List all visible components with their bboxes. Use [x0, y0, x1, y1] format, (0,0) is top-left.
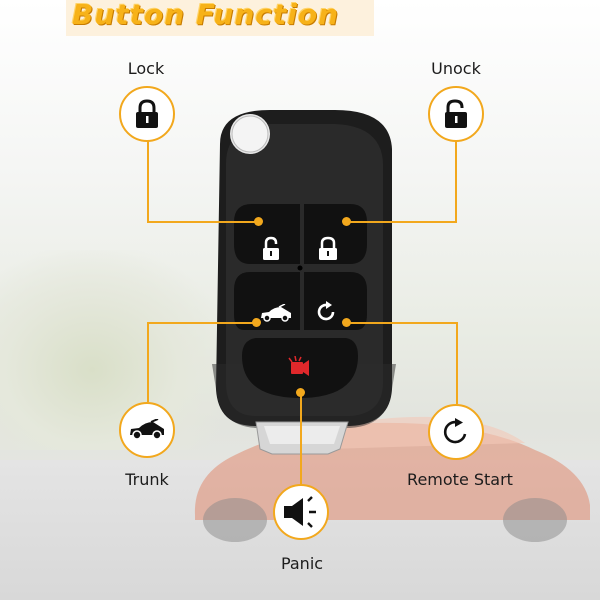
- remote-start-callout-line-v: [456, 322, 458, 404]
- fob-remote-start-icon[interactable]: [314, 300, 338, 324]
- lock-circle: [119, 86, 175, 142]
- background-hill: [0, 250, 230, 450]
- lock-label: Lock: [127, 59, 165, 78]
- lock-callout-line-v: [147, 140, 149, 222]
- unlock-circle: [428, 86, 484, 142]
- padlock-locked-icon: [136, 99, 158, 128]
- car-trunk-icon: [130, 419, 164, 440]
- remote-start-circle: [428, 404, 484, 460]
- circular-arrow-icon: [443, 418, 467, 444]
- unlock-callout-line-v: [455, 140, 457, 222]
- remote-start-callout-line-h: [346, 322, 458, 324]
- unlock-label: Unock: [431, 59, 481, 78]
- fob-trunk-icon[interactable]: [259, 304, 293, 322]
- lock-callout-dot: [254, 217, 263, 226]
- trunk-callout-line-h: [147, 322, 257, 324]
- lock-callout-line-h: [147, 221, 259, 223]
- title-bar: [66, 0, 374, 36]
- fob-unlock-icon[interactable]: [260, 236, 284, 262]
- fob-lock-icon[interactable]: [316, 236, 340, 262]
- page-title: Button Function: [72, 0, 340, 31]
- unlock-callout-dot: [342, 217, 351, 226]
- panic-circle: [273, 484, 329, 540]
- trunk-callout-line-v: [147, 322, 149, 402]
- padlock-open-icon: [445, 99, 467, 128]
- panic-label: Panic: [280, 554, 324, 573]
- panic-callout-line-v: [300, 392, 302, 484]
- remote-start-label: Remote Start: [407, 470, 513, 489]
- fob-panic-icon[interactable]: [287, 356, 315, 376]
- remote-start-callout-dot: [342, 318, 351, 327]
- trunk-label: Trunk: [125, 470, 169, 489]
- panic-callout-dot: [296, 388, 305, 397]
- horn-speaker-icon: [284, 496, 316, 528]
- trunk-callout-dot: [252, 318, 261, 327]
- trunk-circle: [119, 402, 175, 458]
- unlock-callout-line-h: [346, 221, 457, 223]
